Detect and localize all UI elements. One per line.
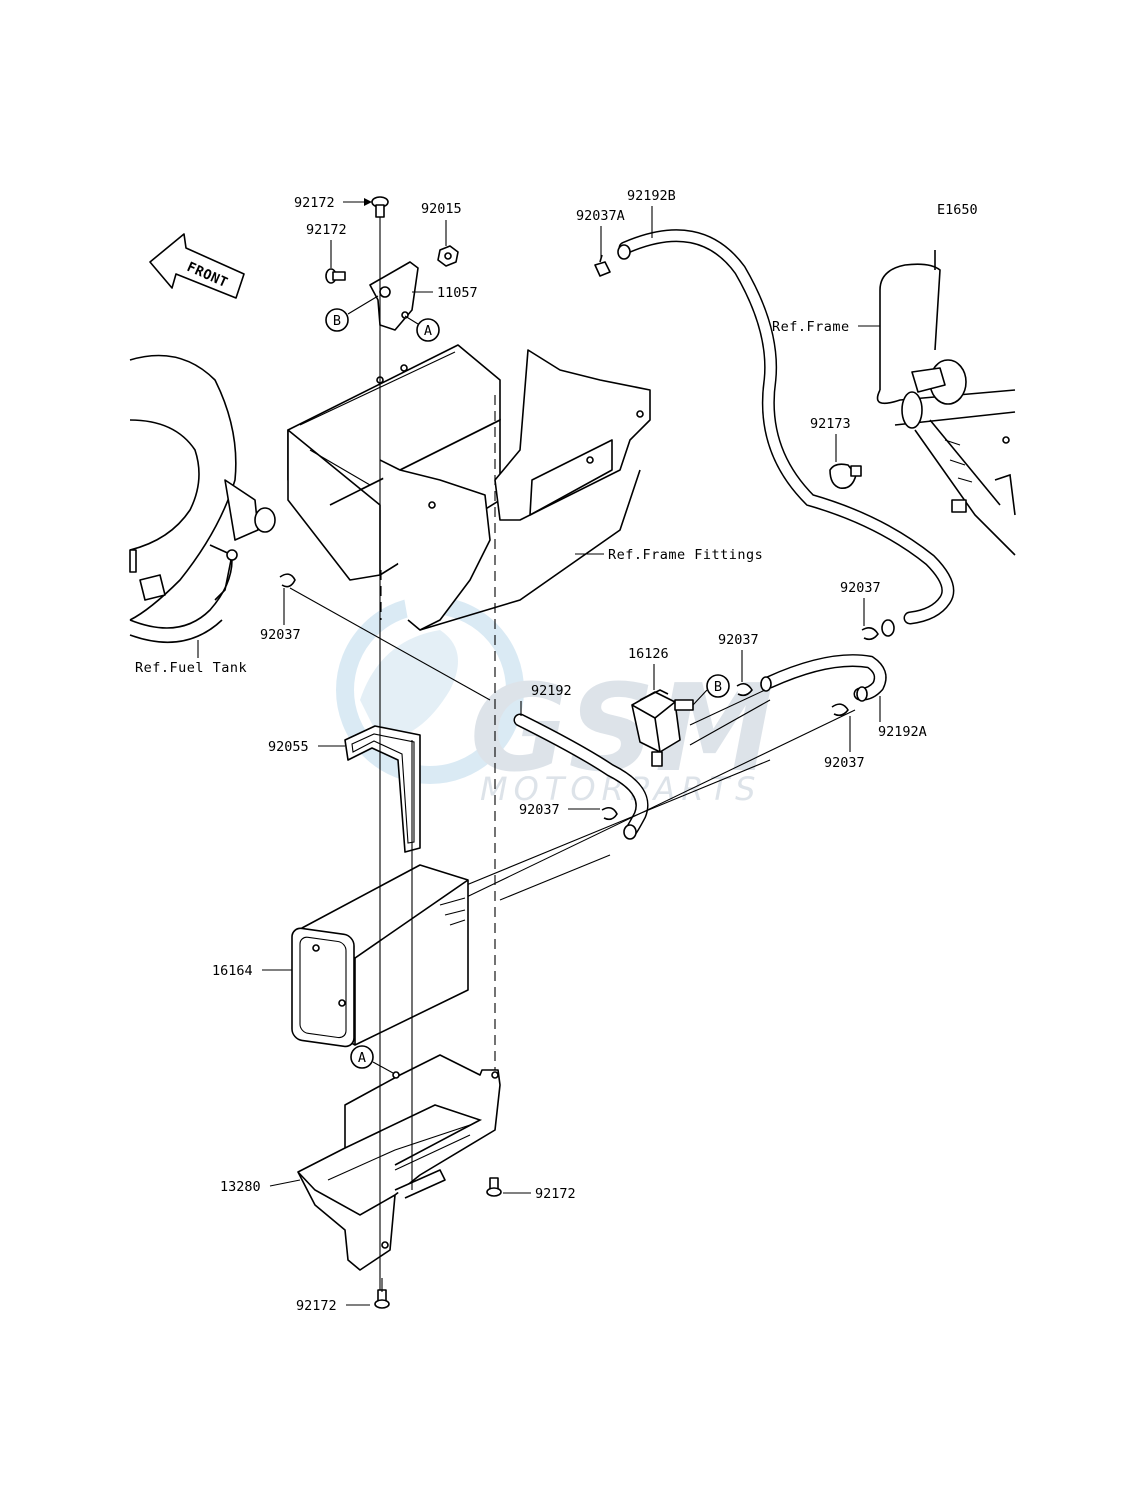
clamp-92037a <box>594 254 611 277</box>
label-16164: 16164 <box>212 963 292 979</box>
clamp-92037-right-bot <box>831 703 849 717</box>
grommet-92173 <box>829 463 862 490</box>
callout-a-top: A <box>404 315 440 342</box>
clamp-92037-mid <box>736 682 753 697</box>
label-16126: 16126 <box>628 646 669 690</box>
seal-92055 <box>344 725 421 853</box>
bolt-92172-bottom <box>374 1289 390 1309</box>
label-92172-bottom: 92172 <box>296 1298 370 1314</box>
label-92037-right-top: 92037 <box>840 580 881 626</box>
svg-text:92173: 92173 <box>810 416 851 432</box>
tray-13280 <box>297 1054 501 1271</box>
label-92037-right-bot: 92037 <box>824 716 865 771</box>
nut-92015 <box>437 245 459 267</box>
label-92192a: 92192A <box>878 696 927 740</box>
label-92192b: 92192B <box>627 188 676 238</box>
label-92037-left: 92037 <box>260 588 301 643</box>
svg-text:Ref.Frame: Ref.Frame <box>772 319 850 335</box>
fuel-tank-ref-part <box>129 354 276 644</box>
svg-text:16164: 16164 <box>212 963 253 979</box>
callout-a-tray: A <box>350 1045 394 1074</box>
svg-text:92192: 92192 <box>531 683 572 699</box>
svg-text:92037: 92037 <box>824 755 865 771</box>
svg-text:92172: 92172 <box>294 195 335 211</box>
label-ref-frame: Ref.Frame <box>772 319 880 335</box>
svg-text:16126: 16126 <box>628 646 669 662</box>
svg-text:92037: 92037 <box>519 802 560 818</box>
clamp-92037-right-top <box>861 626 879 641</box>
label-13280: 13280 <box>220 1179 301 1195</box>
connection-lines <box>289 587 856 906</box>
svg-text:92015: 92015 <box>421 201 462 217</box>
svg-text:11057: 11057 <box>437 285 478 301</box>
frame-ref-part <box>876 250 1016 556</box>
front-direction-arrow: FRONT <box>149 233 245 299</box>
assembly-lines <box>379 217 496 1292</box>
label-92172-top: 92172 <box>294 195 372 211</box>
clamp-92037-lower <box>601 806 618 821</box>
svg-text:92192A: 92192A <box>878 724 927 740</box>
frame-fittings-box <box>287 344 651 631</box>
label-92055: 92055 <box>268 739 345 755</box>
bolt-92172-top <box>371 196 389 218</box>
label-92015: 92015 <box>421 201 462 246</box>
callout-a-tray-text: A <box>358 1050 366 1066</box>
bolt-92172-left <box>325 268 346 284</box>
svg-text:92172: 92172 <box>535 1186 576 1202</box>
hose-92192a <box>760 654 887 702</box>
bracket-11057 <box>369 261 419 331</box>
canister-16164 <box>291 864 469 1048</box>
callout-b-top-text: B <box>333 313 341 329</box>
label-92037-mid: 92037 <box>718 632 759 682</box>
label-ref-frame-fittings: Ref.Frame Fittings <box>575 547 763 563</box>
label-ref-fuel-tank: Ref.Fuel Tank <box>135 640 247 676</box>
svg-text:92037A: 92037A <box>576 208 625 224</box>
svg-text:92172: 92172 <box>296 1298 337 1314</box>
svg-text:Ref.Fuel Tank: Ref.Fuel Tank <box>135 660 247 676</box>
label-92192: 92192 <box>520 683 572 716</box>
bolt-92172-right-bottom <box>486 1177 502 1197</box>
callout-b-valve: B <box>692 674 730 706</box>
svg-text:92055: 92055 <box>268 739 309 755</box>
callout-b-valve-text: B <box>714 679 722 695</box>
label-92172-left: 92172 <box>306 222 347 268</box>
label-92037-lower: 92037 <box>519 802 600 818</box>
label-92172-right-bottom: 92172 <box>503 1186 576 1202</box>
svg-text:92037: 92037 <box>260 627 301 643</box>
callout-a-top-text: A <box>424 323 432 339</box>
svg-text:92037: 92037 <box>718 632 759 648</box>
label-11057: 11057 <box>412 285 478 301</box>
svg-text:13280: 13280 <box>220 1179 261 1195</box>
label-92037a: 92037A <box>576 208 625 258</box>
svg-text:92172: 92172 <box>306 222 347 238</box>
svg-text:92037: 92037 <box>840 580 881 596</box>
clamp-92037-left <box>279 573 296 588</box>
hose-92192 <box>513 713 649 840</box>
svg-text:Ref.Frame Fittings: Ref.Frame Fittings <box>608 547 763 563</box>
svg-text:92192B: 92192B <box>627 188 676 204</box>
label-92173: 92173 <box>810 416 851 462</box>
callout-b-top: B <box>325 295 379 332</box>
diagram-code: E1650 <box>937 202 978 218</box>
hose-92192b <box>617 229 955 637</box>
